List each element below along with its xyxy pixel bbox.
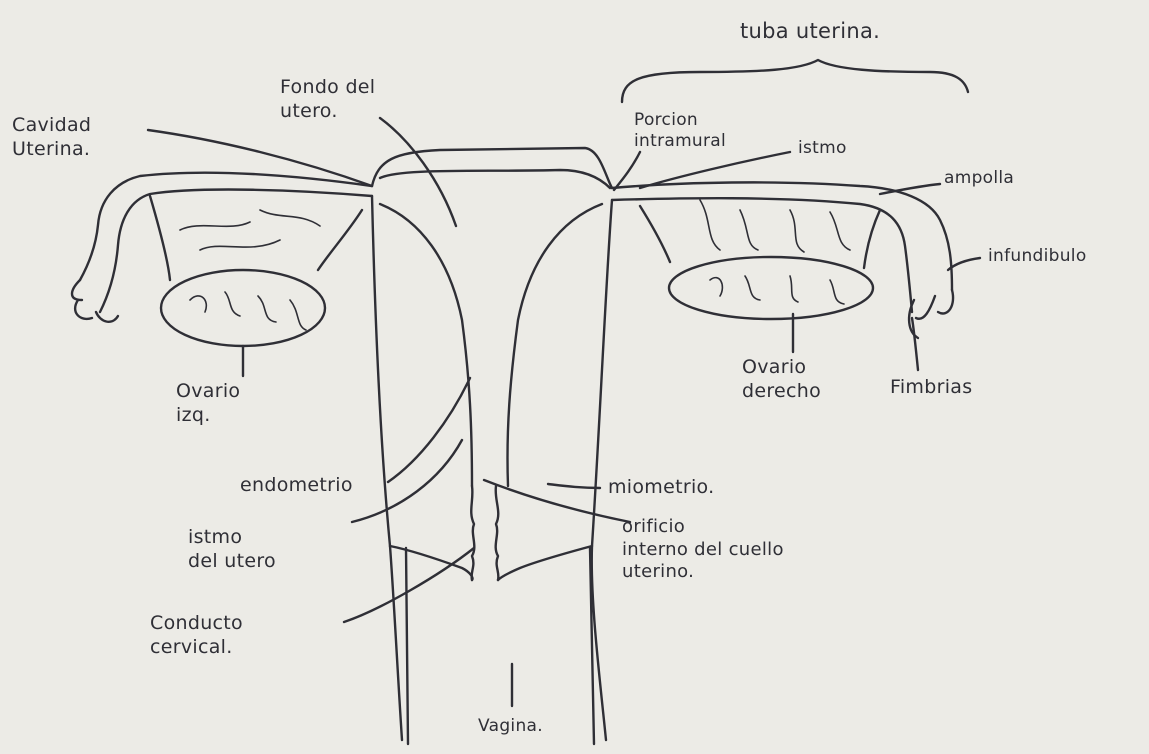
leader-miometrio — [548, 484, 600, 488]
left-ovary-texture — [190, 292, 306, 330]
leader-endometrio — [388, 378, 470, 482]
label-vagina: Vagina. — [478, 716, 543, 737]
label-ampolla: ampolla — [944, 168, 1014, 189]
label-cavidad-uterina: Cavidad Uterina. — [12, 114, 91, 162]
uterus-left-outer-wall — [372, 196, 402, 740]
left-ovary — [161, 270, 325, 346]
tube-brace — [622, 60, 968, 102]
cavity-left-wall — [380, 204, 472, 486]
label-tuba-uterina: tuba uterina. — [740, 18, 880, 44]
label-ovario-izq: Ovario izq. — [176, 380, 240, 428]
leader-fimbrias — [912, 318, 918, 370]
label-endometrio: endometrio — [240, 474, 353, 498]
label-conducto-cervical: Conducto cervical. — [150, 612, 243, 660]
right-mesosalpinx-veins — [700, 200, 850, 252]
leader-cavidad — [148, 130, 372, 186]
label-istmo: istmo — [798, 138, 847, 159]
cervical-canal-left — [471, 486, 474, 580]
label-orificio-interno: orificio interno del cuello uterino. — [622, 516, 784, 584]
left-mesosalpinx-veins — [180, 210, 320, 250]
right-ovary — [669, 257, 873, 319]
fundus-outline — [372, 148, 612, 188]
label-porcion-intramural: Porcion intramural — [634, 110, 726, 153]
cervical-canal-right — [496, 486, 499, 580]
label-istmo-del-utero: istmo del utero — [188, 526, 276, 574]
cervix-right — [498, 546, 592, 580]
uterus-right-outer-wall — [592, 200, 612, 740]
label-ovario-derecho: Ovario derecho — [742, 356, 821, 404]
leader-porcion — [614, 152, 640, 190]
label-fondo-del-utero: Fondo del utero. — [280, 76, 375, 124]
leader-conducto — [344, 548, 474, 622]
right-mesosalpinx — [640, 206, 880, 268]
label-infundibulo: infundibulo — [988, 246, 1087, 267]
label-fimbrias: Fimbrias — [890, 376, 972, 400]
leader-infundibulo — [948, 258, 980, 270]
cavity-right-wall — [507, 204, 602, 486]
cervix-left — [390, 546, 473, 580]
left-mesosalpinx — [150, 196, 362, 280]
right-fimbriae — [909, 290, 953, 338]
fundus-inner-line — [380, 170, 610, 188]
label-miometrio: miometrio. — [608, 476, 714, 500]
vagina-inner-left — [406, 548, 408, 744]
right-ovary-texture — [710, 276, 844, 304]
leader-istmo-utero — [352, 440, 462, 522]
